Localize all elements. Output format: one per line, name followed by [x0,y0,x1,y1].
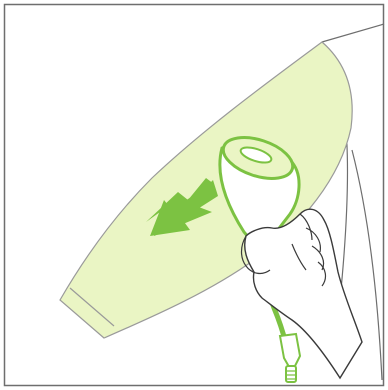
hand-palm [245,209,362,378]
hand-icon [242,209,363,378]
